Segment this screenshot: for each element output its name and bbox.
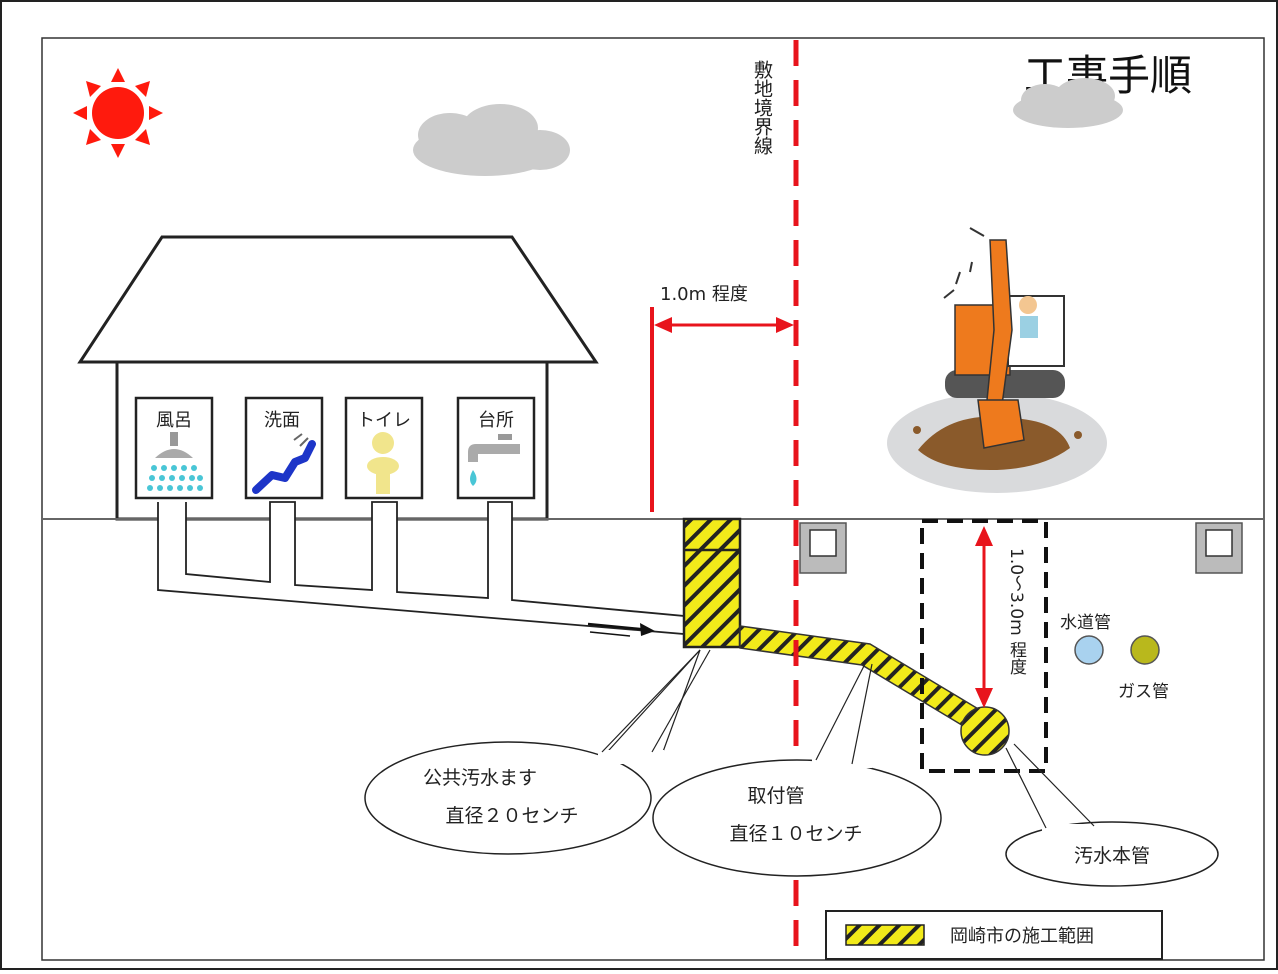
arrow-left-icon — [654, 317, 672, 333]
room-label: 台所 — [478, 410, 514, 431]
room-label: 洗面 — [264, 410, 300, 431]
room-bath: 風呂 — [134, 396, 214, 500]
arrow-down-icon — [975, 688, 993, 708]
callout-text: 取付管 — [747, 785, 804, 807]
gas-pipe-label: ガス管 — [1118, 682, 1169, 702]
sun-icon — [73, 68, 163, 158]
water-pipe-label: 水道管 — [1060, 613, 1111, 633]
road-gutter — [799, 522, 847, 574]
depth-label: 1.0～3.0m 程度 — [1006, 548, 1027, 675]
sewer-main-pipe — [960, 706, 1010, 756]
water-pipe-icon — [1074, 635, 1104, 665]
legend: 岡崎市の施工範囲 — [825, 910, 1163, 960]
excavator-icon — [887, 227, 1107, 493]
toilet-icon — [367, 432, 399, 494]
legend-swatch — [845, 924, 925, 946]
room-label: 風呂 — [156, 410, 192, 431]
arrow-up-icon — [975, 526, 993, 546]
callout-text: 汚水本管 — [1074, 845, 1150, 867]
shower-icon — [147, 432, 203, 491]
callout-public-masu: 公共汚水ます 直径２０センチ — [364, 649, 711, 855]
room-washroom: 洗面 — [244, 396, 324, 500]
callout-text: 直径２０センチ — [445, 805, 578, 827]
excavation-area — [920, 519, 1048, 773]
gas-pipe-icon — [1130, 635, 1160, 665]
arrow-right-icon — [776, 317, 794, 333]
room-label: トイレ — [357, 410, 411, 431]
callout-text: 公共汚水ます — [423, 767, 537, 789]
room-kitchen: 台所 — [456, 396, 536, 500]
callout-sewer-main: 汚水本管 — [1005, 743, 1219, 887]
room-toilet: トイレ — [344, 396, 424, 500]
washbasin-water-icon — [252, 433, 316, 494]
legend-label: 岡崎市の施工範囲 — [950, 926, 1094, 947]
cloud-icon — [413, 104, 570, 176]
callout-attachment-pipe: 取付管 直径１０センチ — [652, 661, 942, 877]
distance-label: 1.0m 程度 — [660, 284, 748, 305]
flow-arrow-icon — [587, 622, 655, 637]
callout-text: 直径１０センチ — [729, 823, 862, 845]
cloud-icon — [1013, 78, 1123, 128]
road-gutter — [1195, 522, 1243, 574]
faucet-icon — [468, 434, 520, 486]
public-sewer-masu — [682, 517, 742, 649]
boundary-label: 敷地境界線 — [751, 60, 773, 155]
